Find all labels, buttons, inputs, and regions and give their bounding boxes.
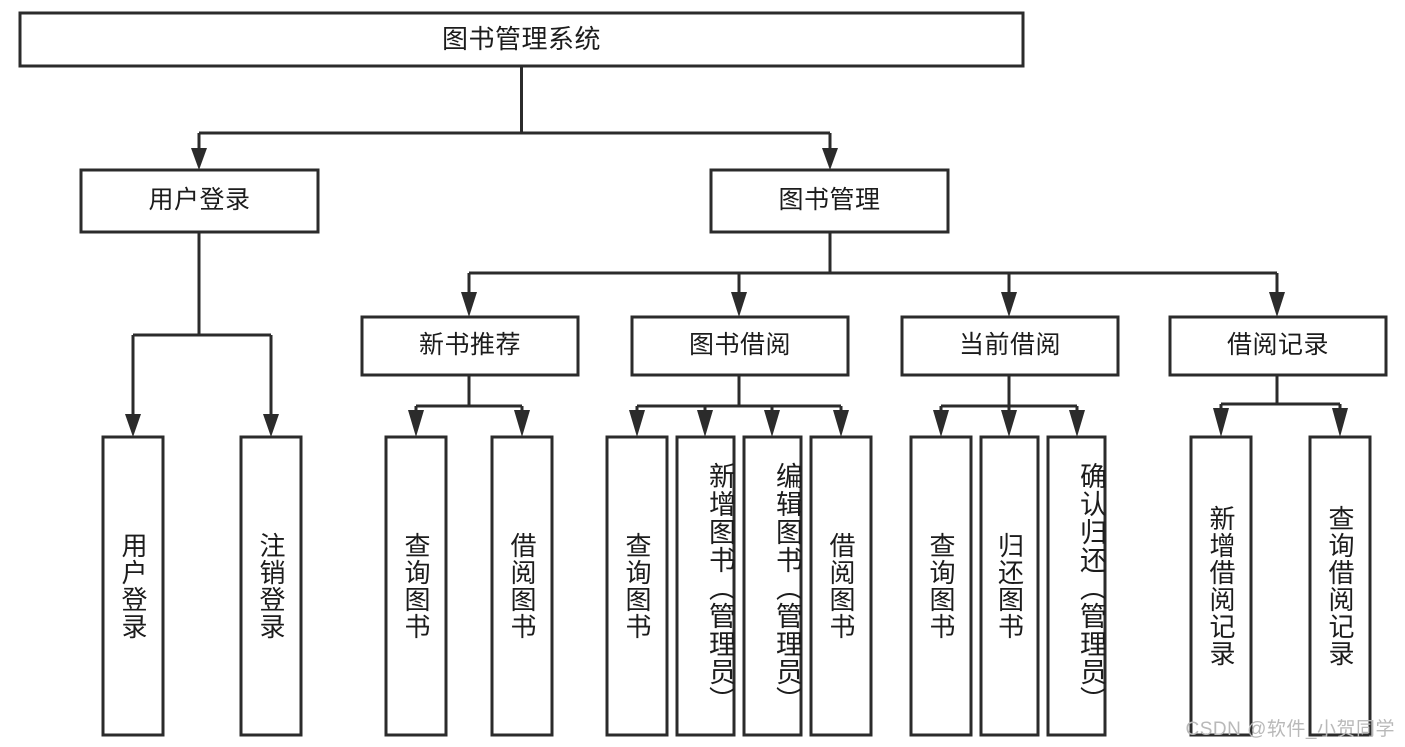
node-box-leaf-add-record[interactable] <box>1189 435 1253 737</box>
arrow-to-leaf-query-book-1 <box>408 410 424 437</box>
node-box-current-borrow[interactable] <box>900 315 1120 377</box>
node-box-leaf-borrow-book-2[interactable] <box>809 435 873 737</box>
arrow-to-leaf-logout <box>263 414 279 437</box>
node-box-borrow-record[interactable] <box>1168 315 1388 377</box>
node-box-leaf-user-login[interactable] <box>101 435 165 737</box>
arrow-to-leaf-query-book-2 <box>629 410 645 437</box>
node-box-group <box>18 11 1388 737</box>
arrow-to-leaf-user-login <box>125 414 141 437</box>
arrow-to-new-book-recommend <box>461 292 477 317</box>
arrow-to-leaf-edit-book <box>764 410 780 437</box>
node-box-user-login[interactable] <box>79 168 320 234</box>
node-box-leaf-add-book[interactable] <box>675 435 736 737</box>
arrow-to-leaf-borrow-book-2 <box>833 410 849 437</box>
arrow-to-leaf-query-record <box>1332 408 1348 437</box>
node-box-root[interactable] <box>18 11 1025 68</box>
node-box-leaf-edit-book[interactable] <box>742 435 803 737</box>
arrow-to-book-borrow <box>731 292 747 317</box>
node-box-leaf-query-book-3[interactable] <box>909 435 973 737</box>
arrow-to-leaf-return-book <box>1001 410 1017 437</box>
arrowhead-group <box>125 148 1348 437</box>
arrow-to-leaf-confirm-return <box>1069 410 1085 437</box>
node-box-book-borrow[interactable] <box>630 315 850 377</box>
node-box-leaf-logout[interactable] <box>239 435 303 737</box>
arrow-to-borrow-record <box>1269 292 1285 317</box>
arrow-to-leaf-query-book-3 <box>933 410 949 437</box>
arrow-to-leaf-add-book <box>697 410 713 437</box>
arrow-to-leaf-borrow-book-1 <box>514 410 530 437</box>
arrow-to-user-login <box>191 148 207 170</box>
arrow-to-book-management <box>822 148 838 170</box>
arrow-to-current-borrow <box>1001 292 1017 317</box>
node-box-leaf-return-book[interactable] <box>979 435 1040 737</box>
node-box-leaf-query-record[interactable] <box>1308 435 1372 737</box>
node-box-book-management[interactable] <box>709 168 950 234</box>
node-box-leaf-query-book-2[interactable] <box>605 435 669 737</box>
node-box-leaf-confirm-return[interactable] <box>1046 435 1107 737</box>
node-box-leaf-borrow-book-1[interactable] <box>490 435 554 737</box>
node-box-new-book-recommend[interactable] <box>360 315 580 377</box>
node-box-leaf-query-book-1[interactable] <box>384 435 448 737</box>
arrow-to-leaf-add-record <box>1213 408 1229 437</box>
